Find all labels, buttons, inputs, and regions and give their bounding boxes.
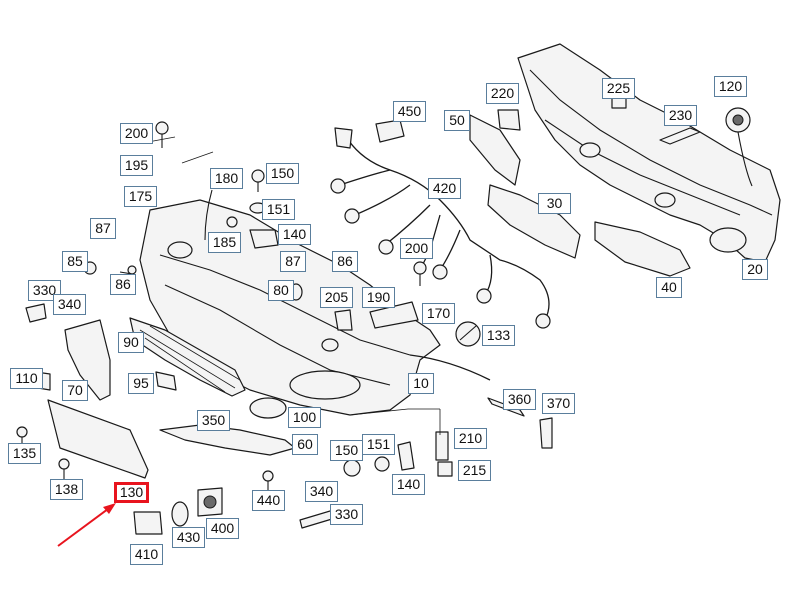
- callout-190[interactable]: 190: [362, 287, 395, 308]
- callout-151-upper[interactable]: 151: [262, 199, 295, 220]
- callout-420[interactable]: 420: [428, 178, 461, 199]
- callout-195[interactable]: 195: [120, 155, 153, 176]
- callout-86-left[interactable]: 86: [110, 274, 136, 295]
- callout-40[interactable]: 40: [656, 277, 682, 298]
- callout-151-lower[interactable]: 151: [362, 434, 395, 455]
- callout-70[interactable]: 70: [62, 380, 88, 401]
- callout-225[interactable]: 225: [602, 78, 635, 99]
- callout-87-left[interactable]: 87: [90, 218, 116, 239]
- callout-350[interactable]: 350: [197, 410, 230, 431]
- callout-140-lower[interactable]: 140: [392, 474, 425, 495]
- callout-205[interactable]: 205: [320, 287, 353, 308]
- callout-100[interactable]: 100: [288, 407, 321, 428]
- callout-430[interactable]: 430: [172, 527, 205, 548]
- callout-150-lower[interactable]: 150: [330, 440, 363, 461]
- callout-138[interactable]: 138: [50, 479, 83, 500]
- callout-220[interactable]: 220: [486, 83, 519, 104]
- callout-230[interactable]: 230: [664, 105, 697, 126]
- callout-80[interactable]: 80: [268, 280, 294, 301]
- callout-85[interactable]: 85: [62, 251, 88, 272]
- callout-60[interactable]: 60: [292, 434, 318, 455]
- license-plate-holder-drawing: [47, 399, 149, 479]
- callout-440[interactable]: 440: [252, 490, 285, 511]
- callout-120[interactable]: 120: [714, 76, 747, 97]
- callout-140-upper[interactable]: 140: [278, 224, 311, 245]
- callout-50[interactable]: 50: [444, 110, 470, 131]
- pointer-arrow: [57, 505, 113, 547]
- callout-400[interactable]: 400: [206, 518, 239, 539]
- callout-215[interactable]: 215: [458, 460, 491, 481]
- callout-135[interactable]: 135: [8, 443, 41, 464]
- callout-20[interactable]: 20: [742, 259, 768, 280]
- callout-185[interactable]: 185: [208, 232, 241, 253]
- callout-330-left[interactable]: 330: [28, 280, 61, 301]
- callout-95[interactable]: 95: [128, 373, 154, 394]
- callout-110[interactable]: 110: [10, 368, 43, 389]
- callout-133[interactable]: 133: [482, 325, 515, 346]
- callout-370[interactable]: 370: [542, 393, 575, 414]
- callout-86-right[interactable]: 86: [332, 251, 358, 272]
- callout-360[interactable]: 360: [503, 389, 536, 410]
- callout-200-lower[interactable]: 200: [400, 238, 433, 259]
- callout-130-highlighted[interactable]: 130: [114, 482, 149, 503]
- callout-210[interactable]: 210: [454, 428, 487, 449]
- callout-170[interactable]: 170: [422, 303, 455, 324]
- callout-340-lower[interactable]: 340: [305, 481, 338, 502]
- callout-87-right[interactable]: 87: [280, 251, 306, 272]
- callout-30[interactable]: 30: [538, 193, 571, 214]
- callout-175[interactable]: 175: [124, 186, 157, 207]
- callout-10[interactable]: 10: [408, 373, 434, 394]
- callout-150-upper[interactable]: 150: [266, 163, 299, 184]
- callout-180[interactable]: 180: [210, 168, 243, 189]
- callout-90[interactable]: 90: [118, 332, 144, 353]
- callout-200-upper[interactable]: 200: [120, 123, 153, 144]
- callout-450[interactable]: 450: [393, 101, 426, 122]
- callout-330-lower[interactable]: 330: [330, 504, 363, 525]
- callout-410[interactable]: 410: [130, 544, 163, 565]
- callout-340-left[interactable]: 340: [53, 294, 86, 315]
